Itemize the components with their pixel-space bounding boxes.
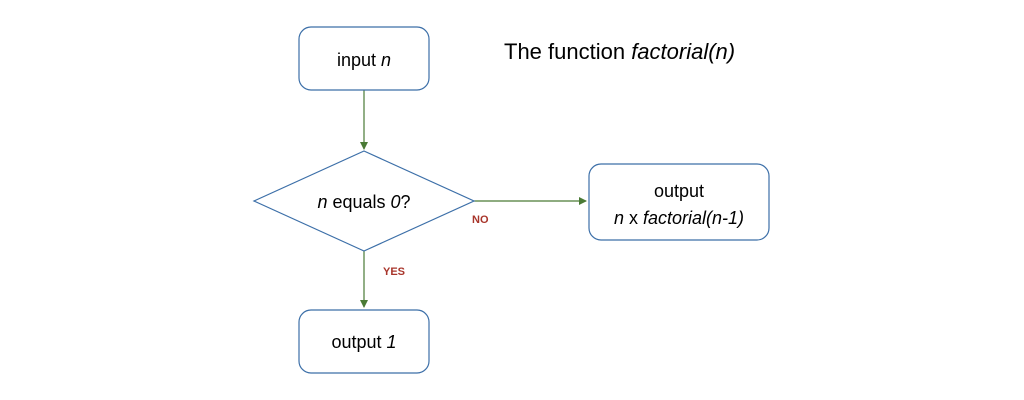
node-output-base-value: 1	[387, 332, 397, 352]
node-output-recursive: output n x factorial(n-1)	[588, 163, 770, 241]
title-plain: The function	[504, 39, 631, 64]
node-output-recursive-line2: n x factorial(n-1)	[614, 208, 744, 228]
node-decision-diamond	[252, 150, 476, 252]
node-input-box	[298, 26, 430, 91]
node-decision-value: 0	[391, 192, 401, 212]
edge-label-yes: YES	[383, 266, 405, 278]
node-output-base-label: output 1	[331, 332, 396, 352]
title-italic: factorial(n)	[631, 39, 735, 64]
node-output-recursive-op: x	[624, 208, 643, 228]
node-output-recursive-box	[588, 163, 770, 241]
node-output-recursive-line1: output	[654, 181, 704, 201]
edge-label-no: NO	[472, 214, 489, 226]
node-decision-text: equals	[327, 192, 390, 212]
node-decision-var: n	[317, 192, 327, 212]
node-decision: n equals 0?	[252, 150, 476, 252]
node-output-base-text: output	[331, 332, 386, 352]
node-input-text: input	[337, 50, 381, 70]
node-output-recursive-var: n	[614, 208, 624, 228]
node-decision-suffix: ?	[401, 192, 411, 212]
node-input: input n	[298, 26, 430, 91]
node-decision-label: n equals 0?	[317, 192, 410, 212]
node-input-label: input n	[337, 50, 391, 70]
node-output-base-box	[298, 309, 430, 374]
node-output-base: output 1	[298, 309, 430, 374]
diagram-title: The function factorial(n)	[504, 39, 735, 64]
node-input-var: n	[381, 50, 391, 70]
node-output-recursive-call: factorial(n-1)	[643, 208, 744, 228]
